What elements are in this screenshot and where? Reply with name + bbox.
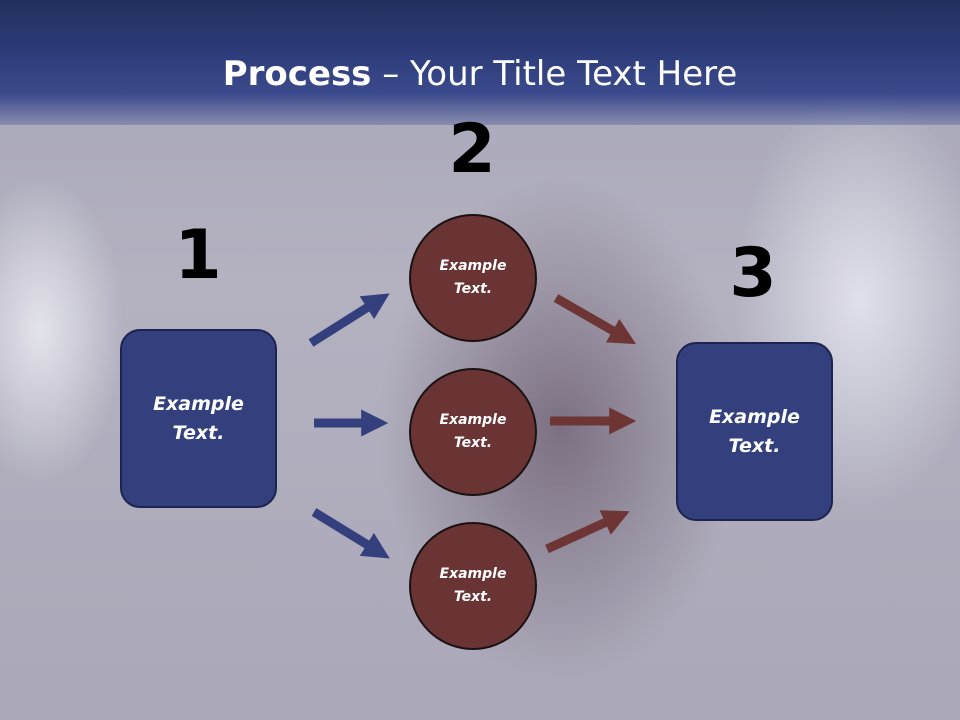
process-circle-bottom: Example Text.	[409, 522, 537, 650]
title-band	[0, 0, 960, 125]
step-number-3: 3	[729, 234, 777, 313]
right-box-label: Example Text.	[709, 405, 800, 457]
title-rest: – Your Title Text Here	[371, 54, 738, 94]
step-number-2: 2	[448, 110, 496, 189]
left-process-box: Example Text.	[120, 329, 277, 508]
arrow-top-to-right	[553, 294, 637, 345]
process-circle-middle: Example Text.	[409, 368, 537, 496]
left-box-label: Example Text.	[153, 392, 244, 444]
circle-bottom-label: Example Text.	[439, 566, 507, 605]
right-process-box: Example Text.	[676, 342, 833, 521]
circle-middle-label: Example Text.	[439, 412, 507, 451]
arrow-left-to-top	[308, 293, 390, 347]
arrow-left-to-bottom	[311, 508, 390, 559]
title-bold: Process	[222, 54, 372, 94]
slide-title: Process – Your Title Text Here	[0, 52, 960, 96]
circle-top-label: Example Text.	[439, 258, 507, 297]
step-number-1: 1	[174, 216, 222, 295]
arrow-bottom-to-right	[545, 510, 630, 554]
process-circle-top: Example Text.	[409, 214, 537, 342]
